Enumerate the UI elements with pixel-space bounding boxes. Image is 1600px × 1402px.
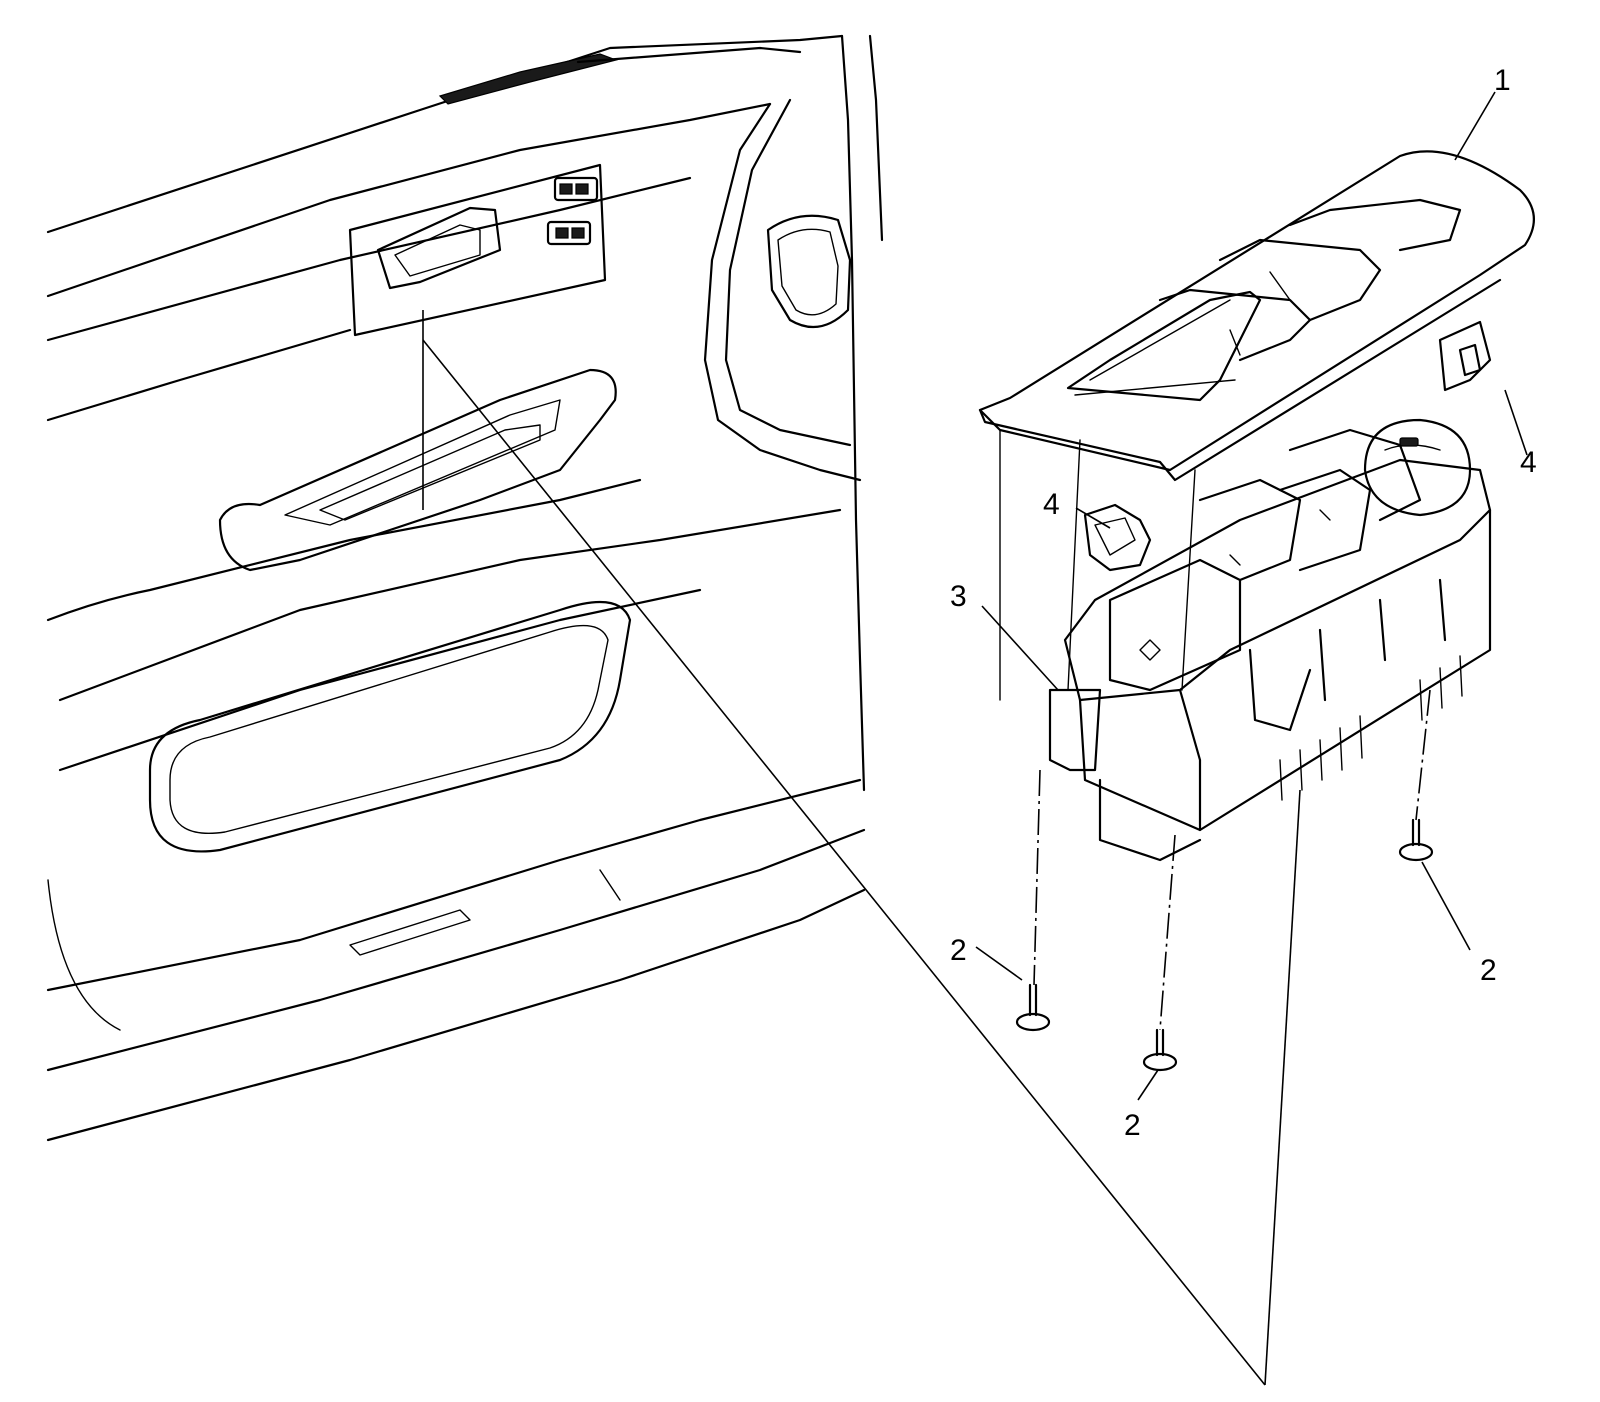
fastener-screw-1 — [1015, 983, 1051, 1032]
callout-4-left: 4 — [1043, 488, 1060, 521]
callout-2-middle: 2 — [1124, 1109, 1141, 1142]
alignment-lines — [422, 310, 1431, 1386]
callout-1: 1 — [1494, 64, 1511, 97]
callout-leaders — [975, 91, 1528, 1101]
fastener-screw-3 — [1398, 818, 1434, 862]
door-trim-panel — [46, 34, 884, 1142]
callout-4-right: 4 — [1520, 446, 1537, 479]
callout-2-left: 2 — [950, 934, 967, 967]
window-switch-bezel — [978, 150, 1535, 482]
callout-3: 3 — [950, 580, 967, 613]
fastener-screw-2 — [1142, 1028, 1178, 1072]
callout-2-right: 2 — [1480, 954, 1497, 987]
electrical-connector — [1083, 503, 1152, 572]
window-switch-assembly — [1048, 418, 1492, 862]
